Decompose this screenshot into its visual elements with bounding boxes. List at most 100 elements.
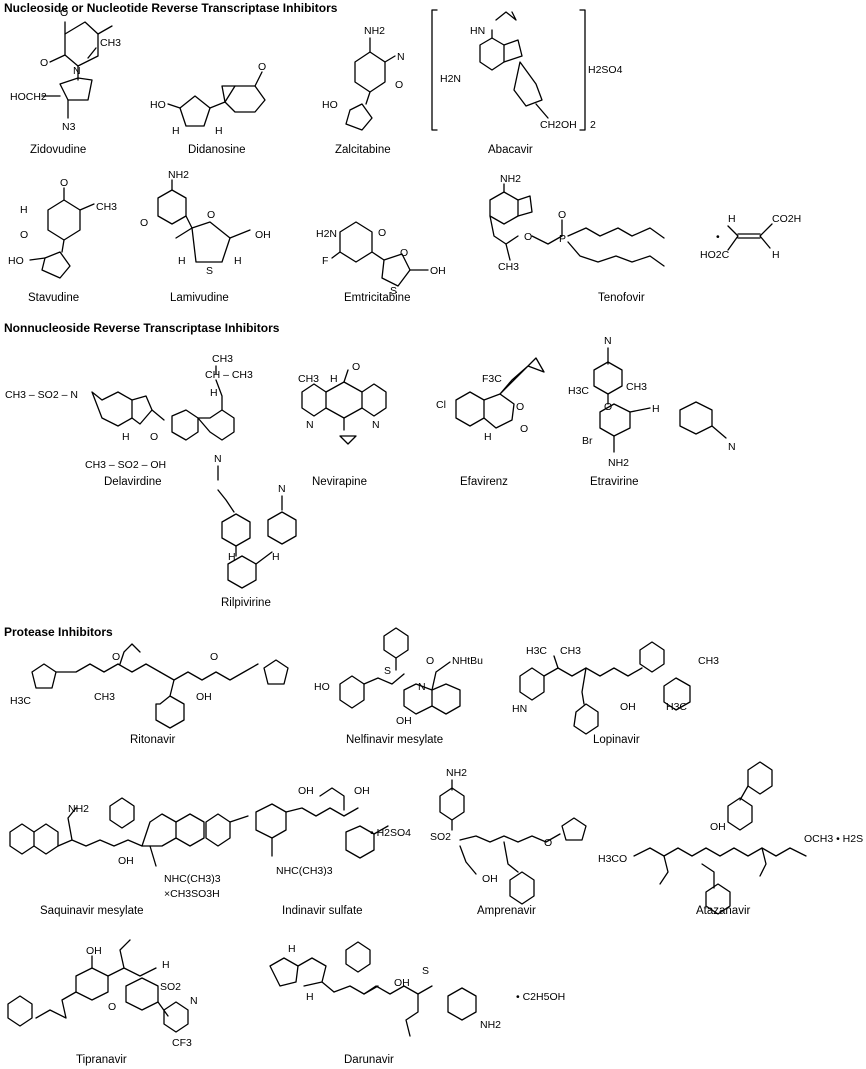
delavirdine-o: O [150,431,158,443]
nelfinavir-s: S [384,665,391,677]
tenofovir-nh2: NH2 [500,173,521,185]
darunavir-nh2: NH2 [480,1019,501,1031]
lopinavir-h3c: H3C [526,645,547,657]
label-abacavir: Abacavir [488,144,533,156]
tenofovir-o2: O [558,209,566,221]
delavirdine-structure: CH3 – SO2 – N CH3 CH – CH3 H H O CH3 – S… [5,353,253,471]
amprenavir-o: O [544,837,552,849]
lamivudine-o2: O [207,209,215,221]
darunavir-oh: OH [394,977,410,989]
nelfinavir-oh: OH [396,715,412,727]
lopinavir-hn: HN [512,703,527,715]
didanosine-ho: HO [150,99,166,111]
saquinavir-structure: NH2 OH NHC(CH3)3 ×CH3SO3H [9,797,221,900]
emtricitabine-o2: O [400,247,408,259]
etravirine-h3c: H3C [568,385,589,397]
label-atazanavir: Atazanavir [696,905,751,917]
rilpivirine-structure: N N H H [214,453,297,589]
atazanavir-structure: H3CO OH OCH3 • H2S [598,761,863,915]
tipranavir-so2: SO2 [160,981,181,993]
indinavir-nhcme3: NHC(CH3)3 [276,865,333,877]
delavirdine-hn2: H [122,431,130,443]
emtricitabine-s: S [390,285,397,297]
stavudine-o1: O [60,177,68,189]
label-ritonavir: Ritonavir [130,734,176,746]
zalcitabine-o: O [395,79,403,91]
tenofovir-h1: H [728,213,736,225]
amprenavir-so2: SO2 [430,831,451,843]
abacavir-structure: HN H2N H2SO4 CH2OH 2 [431,9,623,131]
tenofovir-o1: O [524,231,532,243]
label-lopinavir: Lopinavir [593,734,640,746]
stavudine-structure: O H CH3 O HO [8,177,117,279]
abacavir-h2n: H2N [440,73,461,85]
nevirapine-n2: N [372,419,380,431]
emtricitabine-f: F [322,255,328,267]
darunavir-h2: H [306,991,314,1003]
efavirenz-f3c: F3C [482,373,502,385]
zidovudine-o2: O [40,57,48,69]
efavirenz-h: H [484,431,492,443]
lamivudine-nh2: NH2 [168,169,189,181]
emtricitabine-h2n: H2N [316,228,337,240]
section-title-nrti: Nucleoside or Nucleotide Reverse Transcr… [4,1,338,15]
lopinavir-structure: H3C CH3 HN OH CH3 H3C [512,641,719,735]
efavirenz-o1: O [516,401,524,413]
rilpivirine-n1: N [214,453,222,465]
zidovudine-structure: O CH3 O N HOCH2 N3 [10,7,121,133]
label-nelfinavir: Nelfinavir mesylate [346,734,443,746]
label-didanosine: Didanosine [188,144,246,156]
etravirine-h: H [652,403,660,415]
lamivudine-o1: O [140,217,148,229]
delavirdine-hn: H [210,387,218,399]
label-amprenavir: Amprenavir [477,905,536,917]
lopinavir-oh: OH [620,701,636,713]
emtricitabine-o1: O [378,227,386,239]
stavudine-ho: HO [8,255,24,267]
tenofovir-co2h: CO2H [772,213,801,225]
tipranavir-structure: OH H SO2 N O CF3 [7,939,198,1049]
stavudine-ch3: CH3 [96,201,117,213]
nevirapine-o: O [352,361,360,373]
label-nevirapine: Nevirapine [312,476,367,488]
didanosine-h2: H [215,125,223,137]
label-zalcitabine: Zalcitabine [335,144,391,156]
delavirdine-ms: CH3 – SO2 – OH [85,459,166,471]
zalcitabine-structure: NH2 N O HO [322,25,405,131]
abacavir-two: 2 [590,119,596,131]
tenofovir-h2: H [772,249,780,261]
delavirdine-ch: CH – CH3 [205,369,253,381]
nevirapine-n1: N [306,419,314,431]
nelfinavir-n: N [418,681,426,693]
tenofovir-structure: NH2 O O P CH3 • H CO2H HO2C H [489,173,801,273]
zalcitabine-nh2: NH2 [364,25,385,37]
tipranavir-oh: OH [86,945,102,957]
saquinavir-xms: ×CH3SO3H [164,888,220,900]
etravirine-n1: N [604,335,612,347]
efavirenz-structure: F3C Cl O O H [436,357,545,443]
zalcitabine-n: N [397,51,405,63]
tenofovir-ch3: CH3 [498,261,519,273]
stavudine-h: H [20,204,28,216]
etravirine-n2: N [728,441,736,453]
darunavir-structure: H H OH S NH2 • C2H5OH [269,941,565,1037]
nelfinavir-structure: S HO O NHtBu OH N [314,627,483,727]
darunavir-h1: H [288,943,296,955]
amprenavir-oh: OH [482,873,498,885]
zidovudine-o1: O [60,7,68,19]
indinavir-oh1: OH [298,785,314,797]
zidovudine-hoch2: HOCH2 [10,91,47,103]
rilpivirine-h2: H [272,551,280,563]
label-etravirine: Etravirine [590,476,639,488]
label-saquinavir: Saquinavir mesylate [40,905,144,917]
zalcitabine-ho: HO [322,99,338,111]
abacavir-h2so4: H2SO4 [588,64,623,76]
ritonavir-oh: OH [196,691,212,703]
nelfinavir-nhtbu: NHtBu [452,655,483,667]
lamivudine-s: S [206,265,213,277]
nevirapine-ch3: CH3 [298,373,319,385]
indinavir-structure: OH OH NHC(CH3)3 • H2SO4 [205,785,411,877]
ritonavir-h3c: H3C [10,695,31,707]
tenofovir-dot: • [716,231,720,243]
darunavir-c2h5oh: • C2H5OH [516,991,565,1003]
